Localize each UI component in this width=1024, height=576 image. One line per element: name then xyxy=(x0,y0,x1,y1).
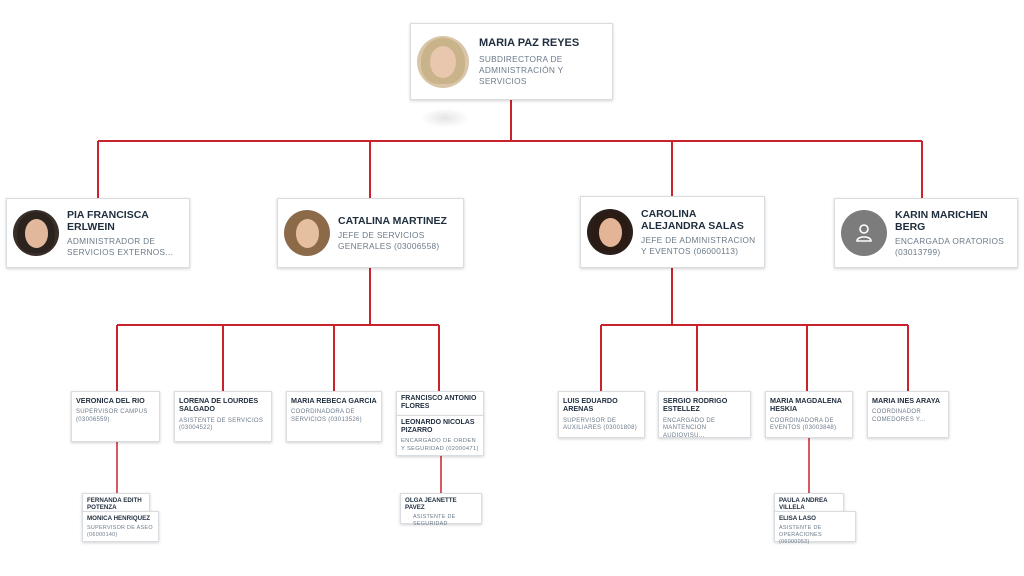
employee-name: MARIA INES ARAYA xyxy=(872,396,941,405)
employee-role: SUPERVISOR CAMPUS (03006559) xyxy=(76,409,148,424)
employee-name: MARIA MAGDALENA HESKIA xyxy=(770,396,842,414)
employee-name: LEONARDO NICOLAS PIZARRO xyxy=(401,419,475,435)
employee-role: ASISTENTE DE SEGURIDAD xyxy=(413,514,456,528)
person-photo-icon xyxy=(284,210,330,256)
employee-card-elisa[interactable]: ELISA LASO ASISTENTE DE OPERACIONES (060… xyxy=(774,511,856,545)
employee-card-luis[interactable]: LUIS EDUARDO ARENAS SUPERVISOR DE AUXILI… xyxy=(558,391,645,438)
employee-name: ELISA LASO xyxy=(779,515,816,522)
manager-card-karin[interactable]: KARIN MARICHEN BERG ENCARGADA ORATORIOS … xyxy=(834,198,1018,268)
manager-card-catalina[interactable]: CATALINA MARTINEZ JEFE DE SERVICIOS GENE… xyxy=(277,198,464,268)
employee-name: VERONICA DEL RIO xyxy=(76,396,145,405)
person-photo-icon xyxy=(587,209,633,255)
employee-name: LUIS EDUARDO ARENAS xyxy=(563,396,618,414)
person-photo-icon xyxy=(417,35,469,88)
manager-card-pia[interactable]: PIA FRANCISCA ERLWEIN ADMINISTRADOR DE S… xyxy=(6,198,190,268)
employee-name: FERNANDA EDITH POTENZA xyxy=(87,497,142,512)
person-photo-icon xyxy=(13,210,59,256)
employee-role: COORDINADOR COMEDORES Y... xyxy=(872,409,926,424)
employee-card-leonardo[interactable]: LEONARDO NICOLAS PIZARRO ENCARGADO DE OR… xyxy=(396,415,484,456)
employee-card-francisco[interactable]: FRANCISCO ANTONIO FLORES xyxy=(396,391,484,416)
employee-name: LORENA DE LOURDES SALGADO xyxy=(179,396,259,414)
employee-role: SUPERVISOR DE AUXILIARES (03001808) xyxy=(563,417,638,432)
root-card[interactable]: MARIA PAZ REYES SUBDIRECTORA DE ADMINIST… xyxy=(410,23,613,100)
manager-role: JEFE DE ADMINISTRACION Y EVENTOS (060001… xyxy=(641,234,756,256)
employee-role: ENCARGADO DE ORDEN Y SEGURIDAD (02000471… xyxy=(401,438,479,452)
employee-card-veronica[interactable]: VERONICA DEL RIO SUPERVISOR CAMPUS (0300… xyxy=(71,391,160,442)
employee-name: SERGIO RODRIGO ESTELLEZ xyxy=(663,396,728,414)
employee-role: ASISTENTE DE SERVICIOS (03004522) xyxy=(179,417,264,432)
manager-name: PIA FRANCISCA ERLWEIN xyxy=(67,208,149,233)
employee-card-magdalena[interactable]: MARIA MAGDALENA HESKIA COORDINADORA DE E… xyxy=(765,391,853,438)
employee-role: COORDINADORA DE EVENTOS (03003848) xyxy=(770,417,837,432)
employee-role: SUPERVISOR DE ASEO (06000140) xyxy=(87,525,153,539)
manager-role: JEFE DE SERVICIOS GENERALES (03006558) xyxy=(338,229,440,251)
manager-role: ADMINISTRADOR DE SERVICIOS EXTERNOS... xyxy=(67,235,174,257)
employee-role: ASISTENTE DE OPERACIONES (06000053) xyxy=(779,525,822,546)
root-role: SUBDIRECTORA DE ADMINISTRACIÓN Y SERVICI… xyxy=(479,54,564,86)
employee-name: MONICA HENRIQUEZ xyxy=(87,515,151,522)
manager-name: CAROLINA ALEJANDRA SALAS xyxy=(641,207,744,232)
employee-card-olga[interactable]: OLGA JEANETTE PAVEZ ASISTENTE DE SEGURID… xyxy=(400,493,482,527)
employee-role: COORDINADORA DE SERVICIOS (03013526) xyxy=(291,409,362,424)
user-placeholder-icon xyxy=(841,210,887,256)
manager-name: CATALINA MARTINEZ xyxy=(338,214,447,227)
employee-card-monica[interactable]: MONICA HENRIQUEZ SUPERVISOR DE ASEO (060… xyxy=(82,511,159,542)
employee-card-lorena[interactable]: LORENA DE LOURDES SALGADO ASISTENTE DE S… xyxy=(174,391,272,442)
employee-card-ines[interactable]: MARIA INES ARAYA COORDINADOR COMEDORES Y… xyxy=(867,391,949,438)
manager-role: ENCARGADA ORATORIOS (03013799) xyxy=(895,235,1005,257)
manager-card-carolina[interactable]: CAROLINA ALEJANDRA SALAS JEFE DE ADMINIS… xyxy=(580,196,765,268)
decorative-shadow xyxy=(420,108,470,128)
employee-name: MARIA REBECA GARCIA xyxy=(291,396,377,405)
employee-card-sergio[interactable]: SERGIO RODRIGO ESTELLEZ ENCARGADO DE MAN… xyxy=(658,391,751,440)
employee-card-rebeca[interactable]: MARIA REBECA GARCIA COORDINADORA DE SERV… xyxy=(286,391,382,442)
manager-name: KARIN MARICHEN BERG xyxy=(895,208,988,233)
employee-card-fernanda[interactable]: FERNANDA EDITH POTENZA xyxy=(82,493,150,512)
employee-role: ENCARGADO DE MANTENCION AUDIOVISU... xyxy=(663,417,716,440)
employee-name: FRANCISCO ANTONIO FLORES xyxy=(401,395,477,411)
employee-name: PAULA ANDREA VILLELA xyxy=(779,497,828,512)
employee-name: OLGA JEANETTE PAVEZ xyxy=(405,497,457,512)
employee-card-paula[interactable]: PAULA ANDREA VILLELA xyxy=(774,493,844,512)
root-name: MARIA PAZ REYES xyxy=(479,36,580,49)
